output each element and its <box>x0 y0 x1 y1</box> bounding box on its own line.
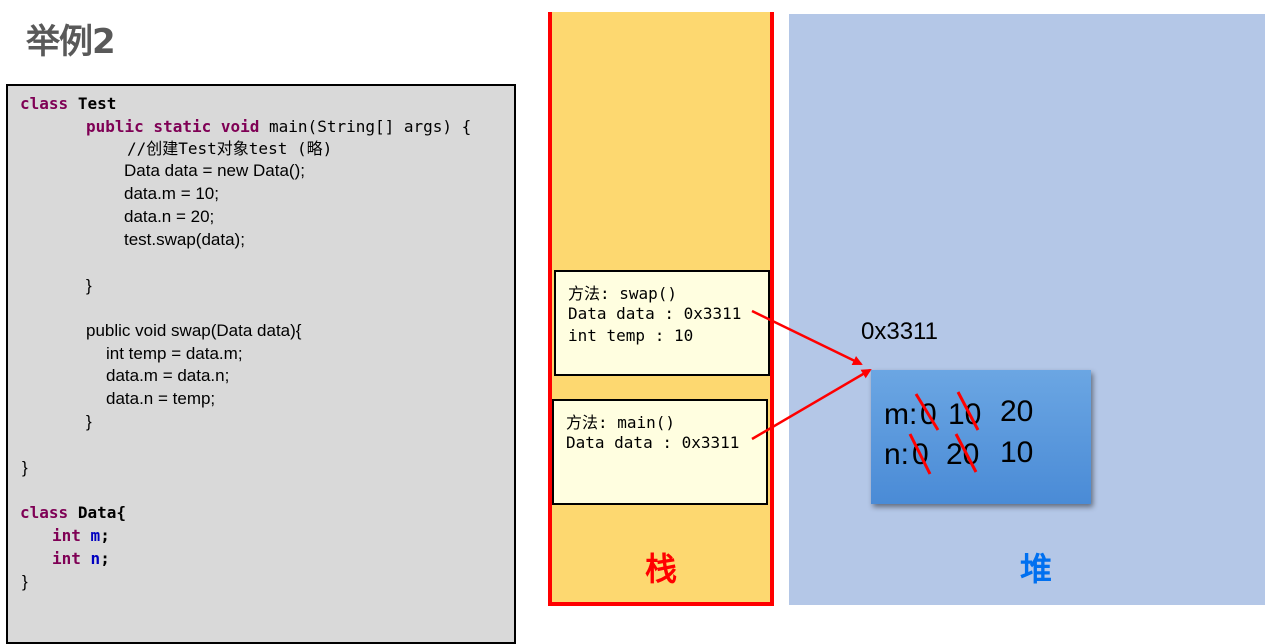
frame-variable: int temp : 10 <box>568 326 694 345</box>
strike-mark <box>914 393 940 431</box>
class-name: Data{ <box>77 503 126 522</box>
keyword: public static void <box>86 117 260 136</box>
code-line-14: } <box>22 458 28 477</box>
keyword: class <box>20 94 69 113</box>
heap-region <box>789 14 1265 605</box>
code-line-18: } <box>22 572 28 591</box>
code-line-1: class Test <box>20 94 116 114</box>
keyword: int <box>52 549 81 568</box>
data-object <box>871 370 1091 504</box>
strike-mark <box>954 433 978 473</box>
code-panel <box>6 84 516 644</box>
frame-method: 方法: main() <box>566 413 676 432</box>
code-line-17: int n; <box>52 549 110 569</box>
code-line-6: data.n = 20; <box>124 207 215 226</box>
code-line-2: public static void main(String[] args) { <box>86 117 471 137</box>
field-name: m <box>90 526 101 545</box>
code-line-12: data.n = temp; <box>106 389 216 408</box>
code-line-11: data.m = data.n; <box>106 366 230 385</box>
swap-stack-frame: 方法: swap() Data data : 0x3311 int temp :… <box>554 270 770 376</box>
code-text: ; <box>100 549 110 568</box>
field-n-new-value: 10 <box>1000 436 1034 469</box>
class-name: Test <box>77 94 117 113</box>
strike-mark <box>908 433 932 475</box>
frame-variable: Data data : 0x3311 <box>566 433 740 452</box>
frame-method: 方法: swap() <box>568 284 678 303</box>
code-text: main(String[] args) { <box>259 117 472 136</box>
keyword: class <box>20 503 69 522</box>
swap-reference-arrow <box>751 309 863 366</box>
code-line-10: int temp = data.m; <box>106 344 243 363</box>
code-line-8: } <box>86 276 92 295</box>
code-line-3: //创建Test对象test (略) <box>127 139 333 158</box>
code-text: ; <box>100 526 110 545</box>
main-stack-frame: 方法: main() Data data : 0x3311 <box>552 399 768 505</box>
field-m-new-value: 20 <box>1000 395 1034 428</box>
object-address: 0x3311 <box>861 318 938 345</box>
code-line-4: Data data = new Data(); <box>124 161 305 180</box>
keyword: int <box>52 526 81 545</box>
frame-variable: Data data : 0x3311 <box>568 304 742 323</box>
reference-arrows <box>751 309 980 475</box>
stack-label: 栈 <box>645 550 678 588</box>
code-line-15: class Data{ <box>20 503 126 523</box>
heap-label: 堆 <box>1020 550 1053 588</box>
code-line-5: data.m = 10; <box>124 184 219 203</box>
code-line-9: public void swap(Data data){ <box>86 321 302 340</box>
code-line-7: test.swap(data); <box>124 230 245 249</box>
strike-mark <box>956 391 980 431</box>
slide-title: 举例2 <box>26 22 116 62</box>
field-n-label: n: <box>884 438 910 471</box>
code-line-13: } <box>86 412 92 431</box>
main-reference-arrow <box>751 368 872 441</box>
field-name: n <box>90 549 101 568</box>
code-line-16: int m; <box>52 526 110 546</box>
field-m-label: m: <box>884 398 918 431</box>
